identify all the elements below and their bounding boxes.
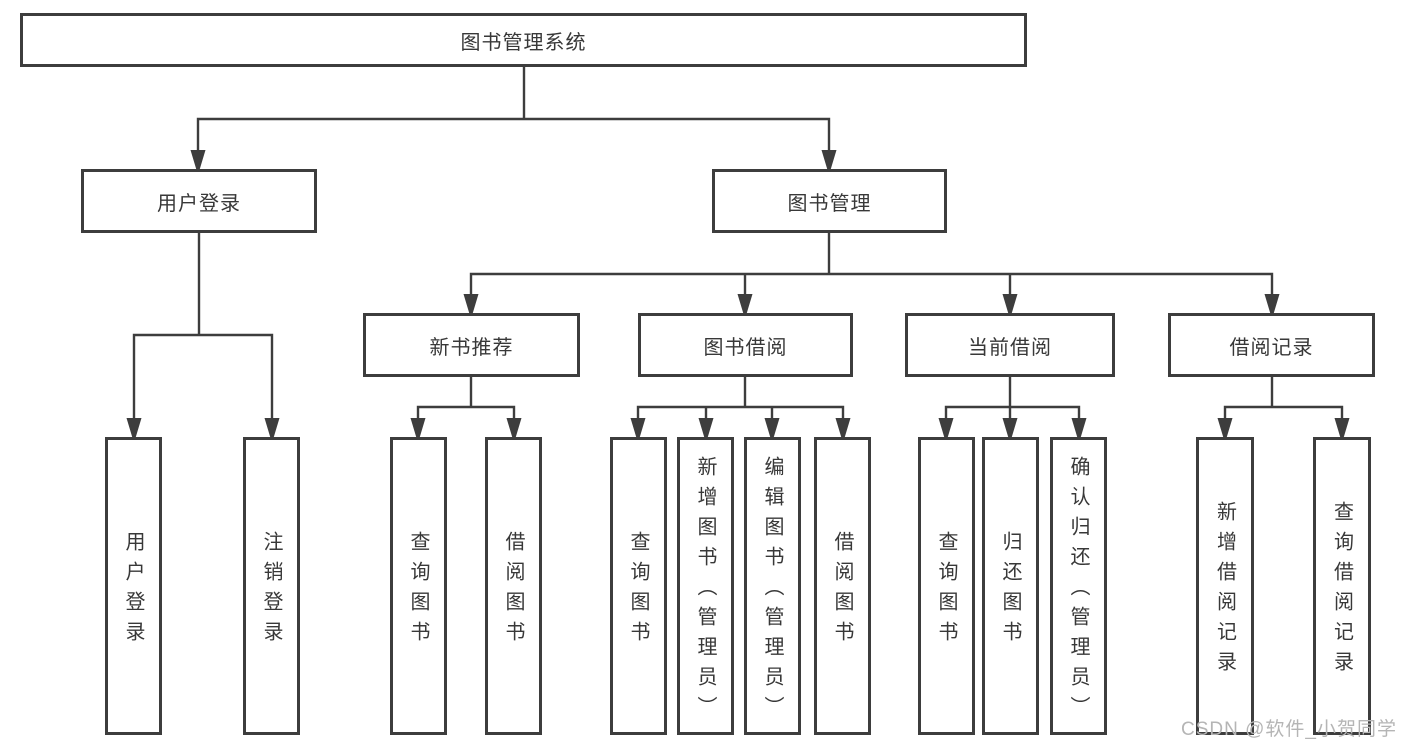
leaf-search-book-current: 查询图书: [918, 437, 975, 735]
node-label: 当前借阅: [968, 336, 1052, 359]
leaf-confirm-return-admin: 确认归还（管理员）: [1050, 437, 1107, 735]
leaf-label: 查询图书: [935, 531, 957, 651]
node-book-management-branch: 图书管理: [712, 169, 947, 233]
leaf-label: 查询图书: [627, 531, 649, 651]
leaf-search-borrow-record: 查询借阅记录: [1313, 437, 1371, 735]
leaf-label: 新增图书（管理员）: [694, 456, 716, 726]
leaf-borrow-book: 借阅图书: [814, 437, 871, 735]
leaf-label: 编辑图书（管理员）: [761, 456, 783, 726]
node-root-system: 图书管理系统: [20, 13, 1027, 67]
leaf-label: 借阅图书: [831, 531, 853, 651]
csdn-watermark: CSDN @软件_小贺同学: [1181, 719, 1397, 740]
leaf-label: 用户登录: [122, 531, 144, 651]
node-user-login-branch: 用户登录: [81, 169, 317, 233]
leaf-logout: 注销登录: [243, 437, 300, 735]
node-new-book-recommend: 新书推荐: [363, 313, 580, 377]
node-label: 新书推荐: [429, 336, 514, 359]
node-label: 借阅记录: [1229, 336, 1314, 359]
leaf-search-book-borrowing: 查询图书: [610, 437, 667, 735]
node-book-borrowing: 图书借阅: [638, 313, 853, 377]
leaf-user-login: 用户登录: [105, 437, 162, 735]
leaf-search-book-recommend: 查询图书: [390, 437, 447, 735]
leaf-label: 新增借阅记录: [1213, 501, 1236, 681]
node-borrowing-records: 借阅记录: [1168, 313, 1375, 377]
leaf-add-borrow-record: 新增借阅记录: [1196, 437, 1254, 735]
leaf-add-book-admin: 新增图书（管理员）: [677, 437, 734, 735]
node-label: 图书借阅: [703, 336, 788, 359]
node-root-label: 图书管理系统: [460, 31, 587, 54]
connector-path: [132, 67, 1344, 420]
leaf-label: 查询借阅记录: [1330, 501, 1353, 681]
leaf-label: 借阅图书: [502, 531, 524, 651]
node-label: 图书管理: [787, 192, 872, 215]
leaf-borrow-book-recommend: 借阅图书: [485, 437, 542, 735]
leaf-return-book: 归还图书: [982, 437, 1039, 735]
leaf-edit-book-admin: 编辑图书（管理员）: [744, 437, 801, 735]
node-label: 用户登录: [157, 192, 241, 215]
leaf-label: 归还图书: [999, 531, 1021, 651]
leaf-label: 注销登录: [260, 531, 282, 651]
leaf-label: 确认归还（管理员）: [1067, 456, 1089, 726]
leaf-label: 查询图书: [407, 531, 429, 651]
node-current-borrowing: 当前借阅: [905, 313, 1115, 377]
